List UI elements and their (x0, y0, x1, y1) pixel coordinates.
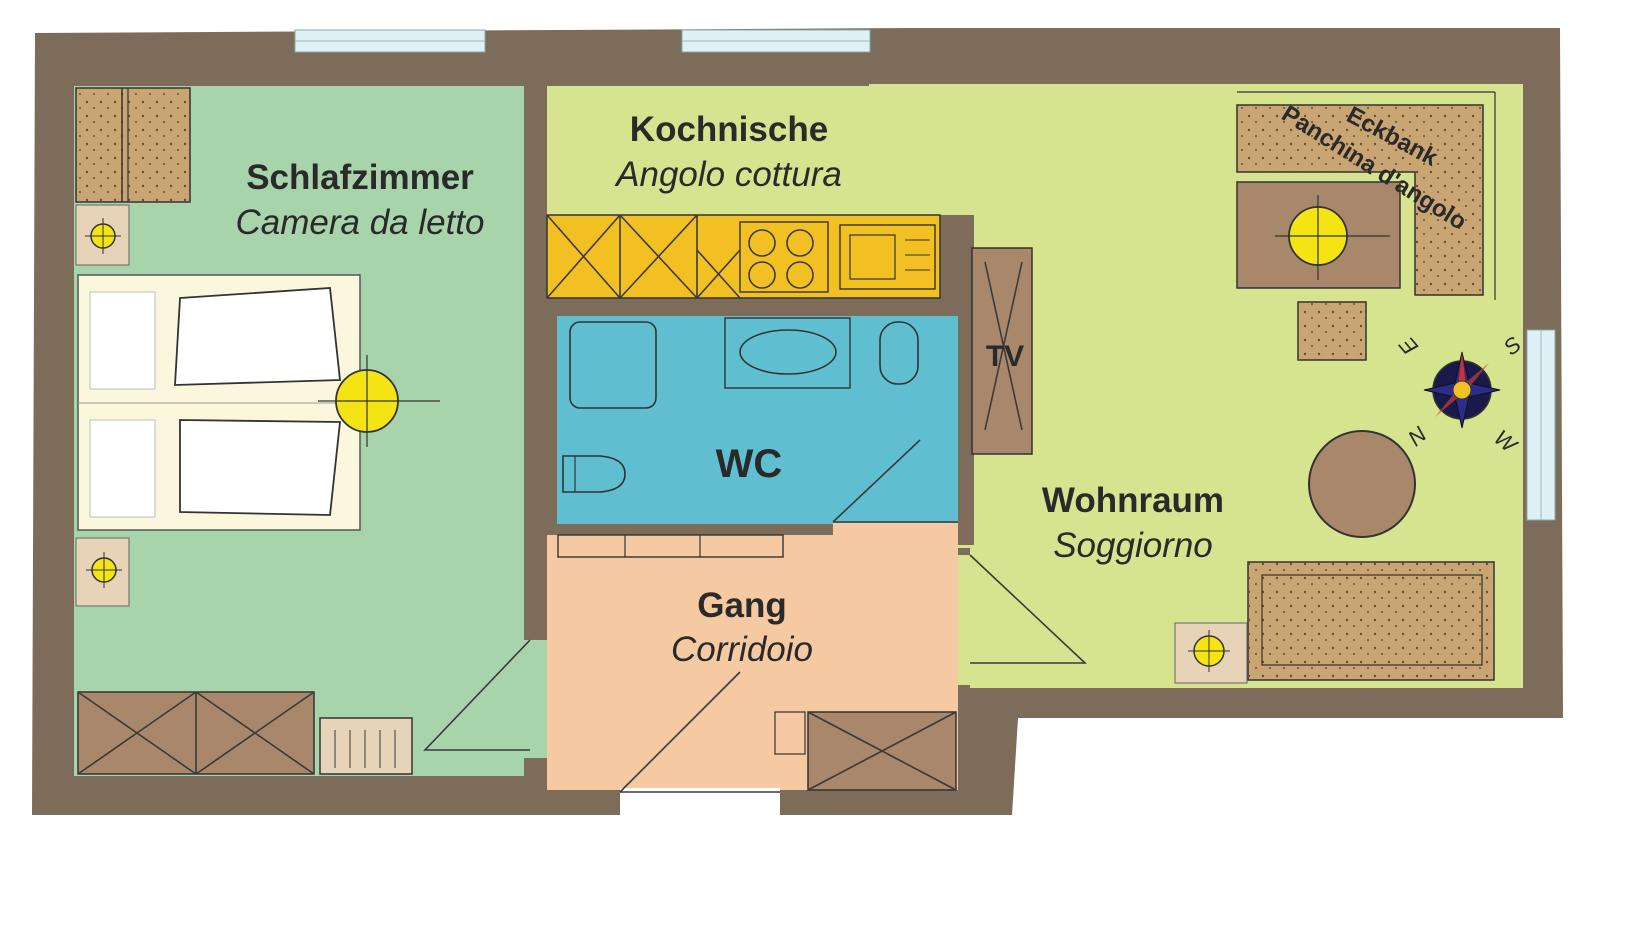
door-gap-bath (833, 523, 958, 536)
bath-name: WC (716, 442, 783, 486)
bidet (879, 321, 919, 385)
lamp-icon (85, 218, 121, 254)
door-gap-living (958, 555, 970, 685)
washbasin (739, 329, 837, 375)
lamp-icon (318, 355, 440, 447)
round-table (1308, 430, 1416, 538)
tv-label: TV (986, 340, 1024, 373)
bedroom-name-de: Schlafzimmer (246, 158, 474, 197)
radiator (319, 717, 413, 775)
door-swing-living (969, 554, 1088, 664)
corridor-name-de: Gang (697, 586, 786, 625)
nightstand-top (75, 204, 130, 266)
kitchen-name-it: Angolo cottura (614, 155, 842, 194)
corridor-name-it: Corridoio (671, 630, 813, 669)
compass-icon (1423, 351, 1501, 429)
wall-bath-living (958, 215, 974, 545)
corridor-bench (774, 711, 806, 755)
bedroom-name-it: Camera da letto (235, 203, 484, 242)
toilet (562, 455, 626, 493)
bath-cabinet (724, 317, 851, 389)
lamp-icon (86, 552, 122, 588)
pillow-2 (89, 419, 156, 518)
living-name-it: Soggiorno (1053, 526, 1213, 565)
bath-floor (557, 316, 958, 524)
wall-bedroom-east (524, 33, 547, 793)
door-swing-entrance (619, 671, 780, 793)
kitchen-name-de: Kochnische (630, 110, 828, 149)
shower-tray (569, 321, 657, 409)
duvet-2 (179, 419, 342, 516)
door-gap-bedroom (524, 640, 547, 758)
lamp-icon (1188, 630, 1230, 672)
pillow-1 (89, 291, 156, 390)
lamp-icon (1275, 195, 1390, 280)
wall-kitchen-bath (547, 300, 967, 316)
door-swing-bedroom (423, 639, 531, 751)
corridor-shelf (557, 534, 784, 558)
kitchen-counter (546, 214, 941, 299)
wall-bath-corridor (547, 524, 967, 535)
living-name-de: Wohnraum (1042, 481, 1224, 520)
duvet-1 (174, 287, 341, 386)
door-swing-bath (832, 439, 958, 523)
wall-bottom-living (958, 688, 1523, 700)
